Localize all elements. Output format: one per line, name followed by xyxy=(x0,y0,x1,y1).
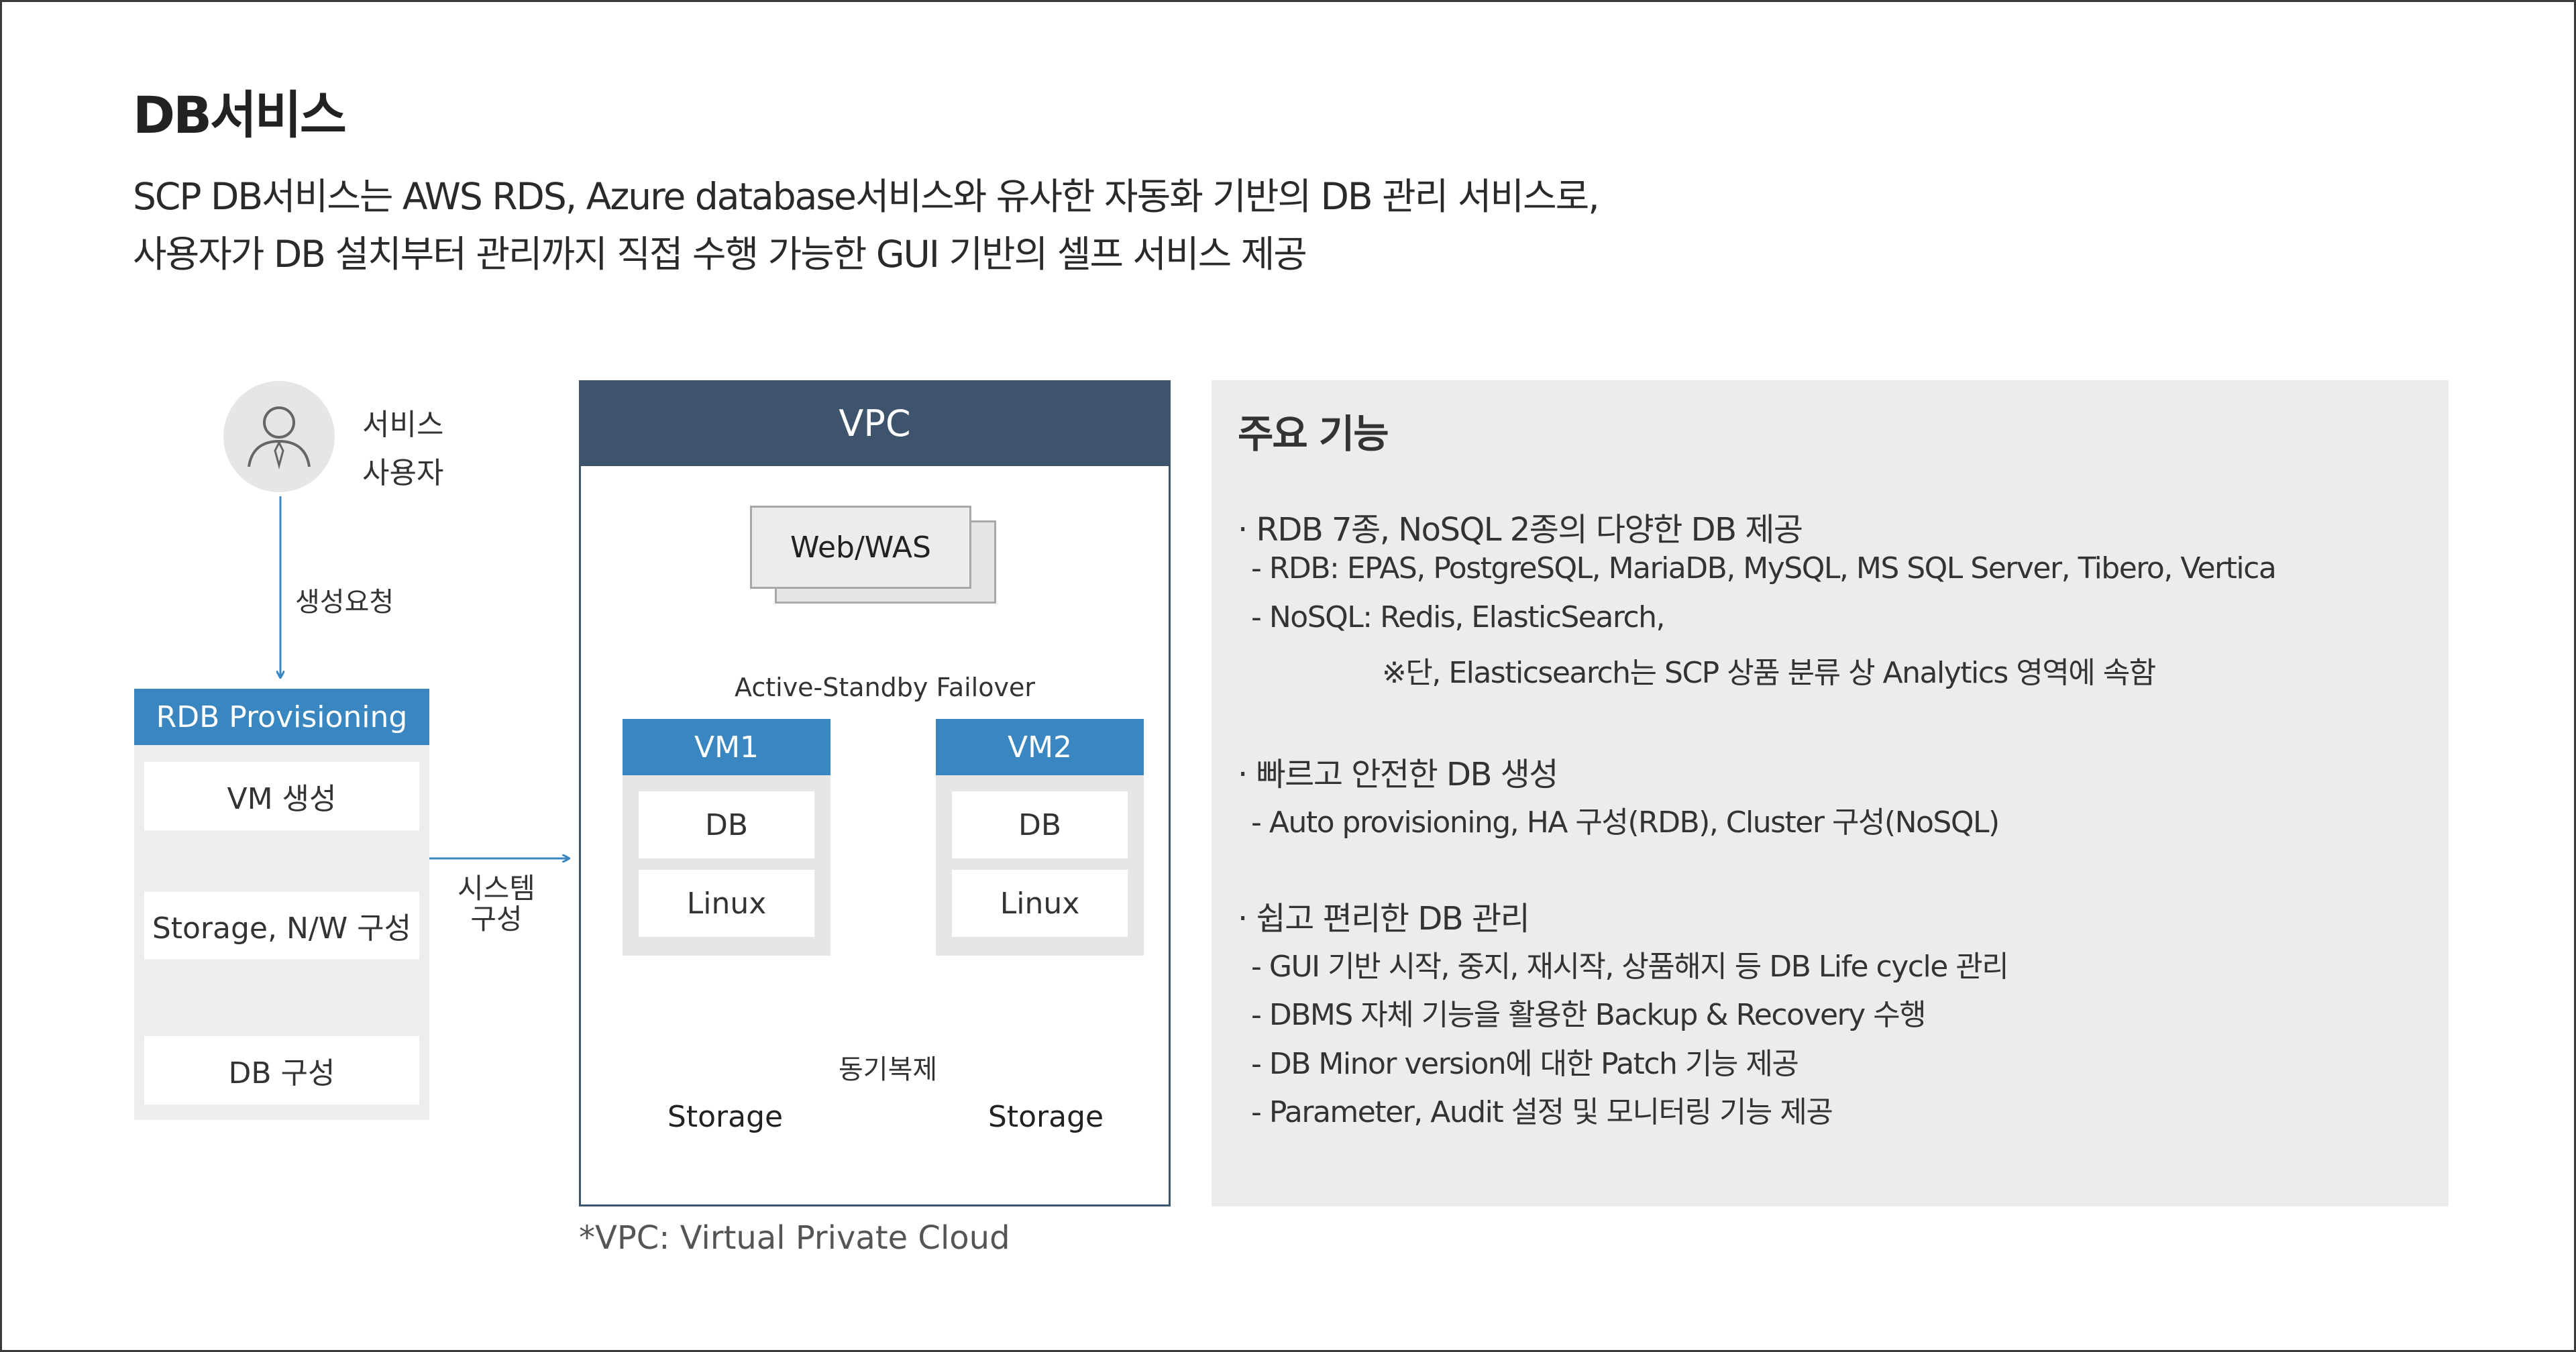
user-icon xyxy=(248,406,311,469)
user-label-line2: 사용자 xyxy=(362,456,444,490)
vm2-linux: Linux xyxy=(952,870,1128,937)
step-storage-network: Storage, N/W 구성 xyxy=(144,892,419,959)
system-label-line1: 시스템 xyxy=(458,872,535,905)
feature-group-3-head: · 쉽고 편리한 DB 관리 xyxy=(1238,900,1530,938)
features-panel xyxy=(1212,380,2449,1206)
storage2-label: Storage xyxy=(987,1099,1104,1134)
feature-group-1-item-1: - RDB: EPAS, PostgreSQL, MariaDB, MySQL,… xyxy=(1251,551,2277,585)
step-vm-create: VM 생성 xyxy=(144,762,419,830)
vm1-title: VM1 xyxy=(623,719,830,775)
system-label: 시스템 구성 xyxy=(458,873,535,935)
user-label: 서비스 사용자 xyxy=(362,401,443,498)
features-title: 주요 기능 xyxy=(1238,411,1389,457)
feature-group-2-head: · 빠르고 안전한 DB 생성 xyxy=(1238,756,1558,793)
feature-group-3-item-1: - GUI 기반 시작, 중지, 재시작, 상품해지 등 DB Life cyc… xyxy=(1251,950,2009,984)
sync-label: 동기복제 xyxy=(839,1054,938,1085)
page-description: SCP DB서비스는 AWS RDS, Azure database서비스와 유… xyxy=(133,168,1600,283)
feature-group-1-item-2: - NoSQL: Redis, ElasticSearch, xyxy=(1251,600,1666,634)
feature-group-3-item-4: - Parameter, Audit 설정 및 모니터링 기능 제공 xyxy=(1251,1095,1833,1129)
page-title: DB서비스 xyxy=(133,85,347,145)
user-avatar xyxy=(223,381,335,492)
description-line-2: 사용자가 DB 설치부터 관리까지 직접 수행 가능한 GUI 기반의 셀프 서… xyxy=(133,233,1307,276)
failover-label: Active-Standby Failover xyxy=(727,667,1043,708)
feature-group-3-item-2: - DBMS 자체 기능을 활용한 Backup & Recovery 수행 xyxy=(1251,998,1927,1032)
user-label-line1: 서비스 xyxy=(362,408,444,442)
vm1-db: DB xyxy=(639,791,814,858)
provisioning-title: RDB Provisioning xyxy=(134,689,429,745)
description-line-1: SCP DB서비스는 AWS RDS, Azure database서비스와 유… xyxy=(133,175,1600,218)
feature-group-2-item-1: - Auto provisioning, HA 구성(RDB), Cluster… xyxy=(1251,805,2000,840)
system-label-line2: 구성 xyxy=(470,903,523,936)
feature-group-3-item-3: - DB Minor version에 대한 Patch 기능 제공 xyxy=(1251,1047,1799,1081)
web-was-card: Web/WAS xyxy=(750,506,971,589)
step-db-config: DB 구성 xyxy=(144,1036,419,1105)
storage1-label: Storage xyxy=(667,1099,784,1134)
feature-group-1-head: · RDB 7종, NoSQL 2종의 다양한 DB 제공 xyxy=(1238,511,1803,549)
request-label: 생성요청 xyxy=(295,587,394,618)
vpc-title: VPC xyxy=(579,380,1171,466)
vpc-footnote: *VPC: Virtual Private Cloud xyxy=(579,1219,1010,1257)
vm2-title: VM2 xyxy=(936,719,1144,775)
feature-group-1-note: ※단, Elasticsearch는 SCP 상품 분류 상 Analytics… xyxy=(1382,656,2156,690)
vm1-linux: Linux xyxy=(639,870,814,937)
vm2-db: DB xyxy=(952,791,1128,858)
